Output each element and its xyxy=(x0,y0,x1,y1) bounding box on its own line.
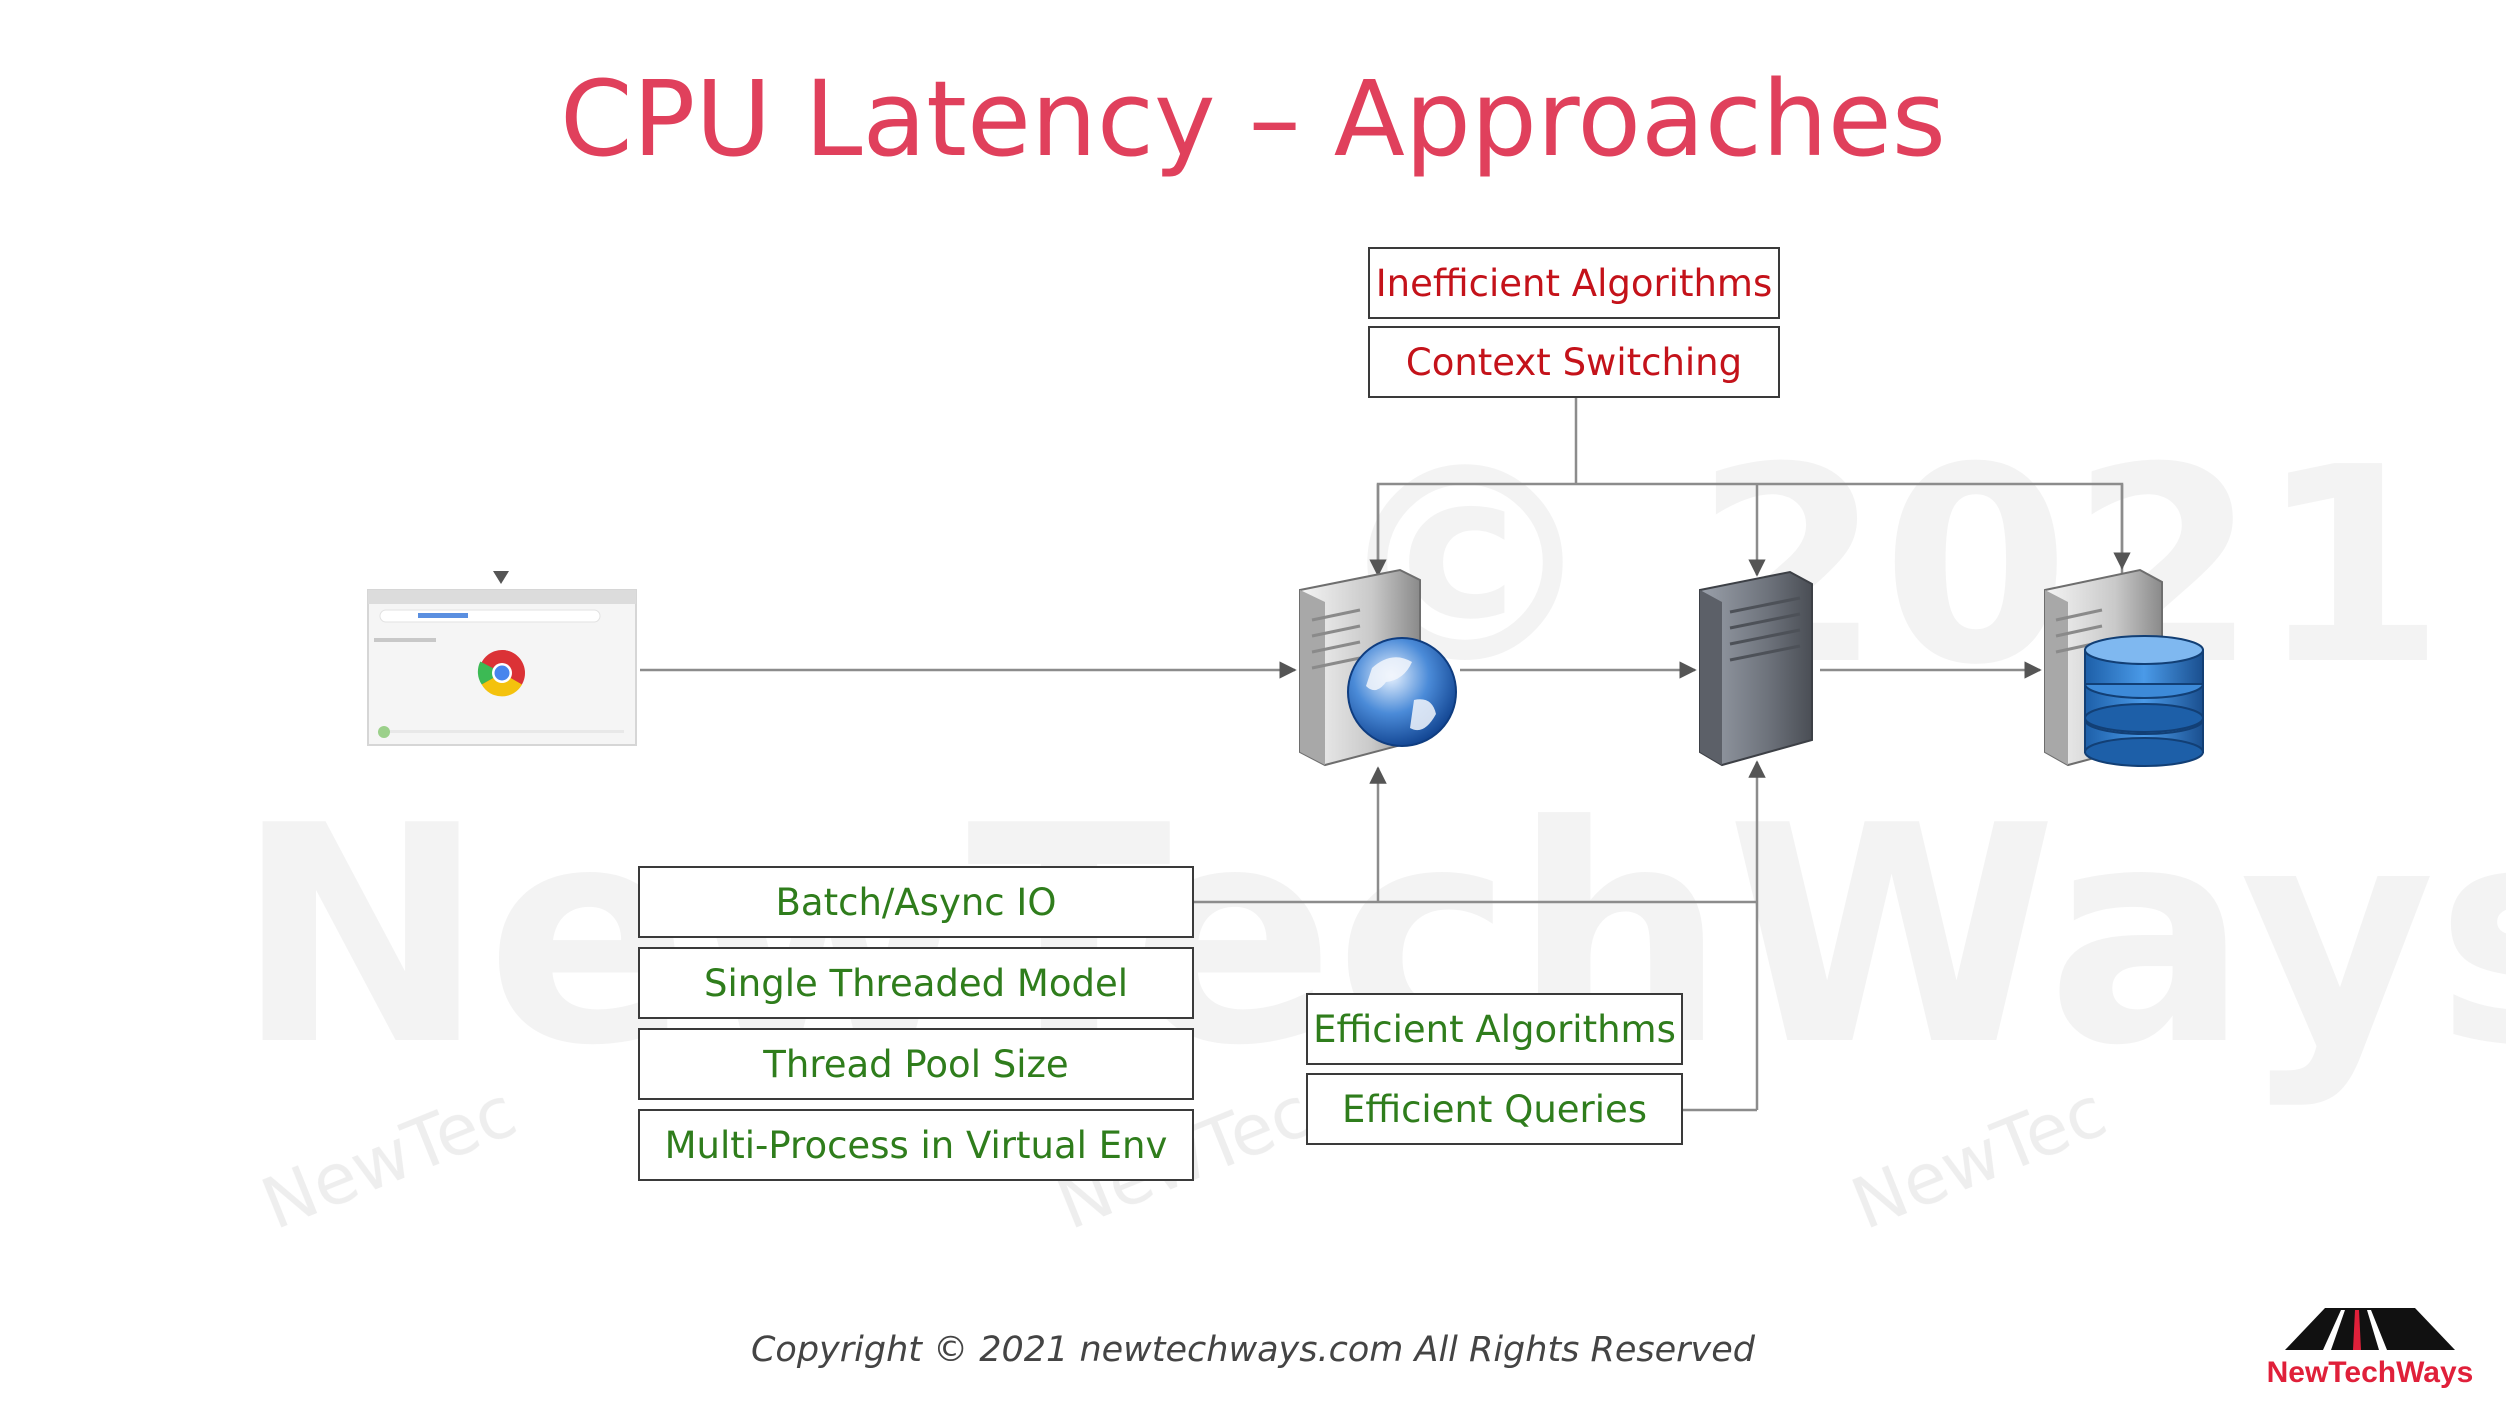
problem-context-switching: Context Switching xyxy=(1368,326,1780,398)
watermark: © 2021 NewTechWays xyxy=(235,409,2506,1111)
approach-multi-process-virtual-env: Multi-Process in Virtual Env xyxy=(638,1109,1194,1181)
copyright-footer: Copyright © 2021 newtechways.com All Rig… xyxy=(750,1330,1756,1370)
page-title: CPU Latency – Approaches xyxy=(560,58,1946,180)
watermark-year: © 2021 xyxy=(1330,409,2445,724)
connectors xyxy=(640,398,2131,1112)
browser-window-icon xyxy=(367,571,637,746)
approach-single-threaded-model: Single Threaded Model xyxy=(638,947,1194,1019)
brand-logo: NewTechWays xyxy=(2255,1300,2485,1400)
app-server-icon xyxy=(1699,570,1813,767)
approach-efficient-queries: Efficient Queries xyxy=(1306,1073,1683,1145)
approach-thread-pool-size: Thread Pool Size xyxy=(638,1028,1194,1100)
problem-inefficient-algorithms: Inefficient Algorithms xyxy=(1368,247,1780,319)
logo-text: NewTechWays xyxy=(2266,1356,2474,1389)
web-server-icon xyxy=(1299,568,1457,767)
approach-batch-async-io: Batch/Async IO xyxy=(638,866,1194,938)
road-logo-icon xyxy=(2285,1308,2455,1350)
approach-efficient-algorithms: Efficient Algorithms xyxy=(1306,993,1683,1065)
database-server-icon xyxy=(2044,568,2204,767)
